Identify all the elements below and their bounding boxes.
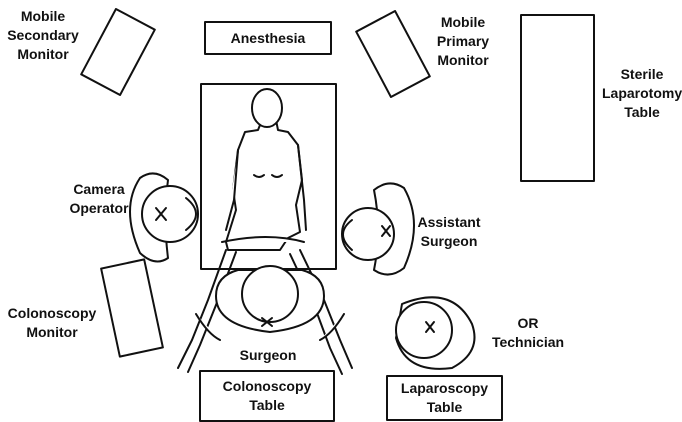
or-technician-label: OR Technician	[480, 314, 576, 352]
mobile-primary-monitor-line3: Monitor	[423, 51, 503, 70]
colonoscopy-table-line1: Colonoscopy	[223, 377, 312, 396]
colonoscopy-monitor-shape	[101, 259, 163, 356]
or-technician-line2: Technician	[480, 333, 576, 352]
colonoscopy-monitor-line1: Colonoscopy	[0, 304, 104, 323]
sterile-laparotomy-table-line1: Sterile	[602, 65, 682, 84]
colonoscopy-table-label: Colonoscopy Table	[200, 371, 334, 421]
sterile-laparotomy-table-line3: Table	[602, 103, 682, 122]
colonoscopy-monitor-line2: Monitor	[0, 323, 104, 342]
sterile-laparotomy-table-label: Sterile Laparotomy Table	[602, 65, 682, 122]
or-technician-figure	[396, 297, 475, 369]
colonoscopy-table-line2: Table	[249, 396, 285, 415]
sterile-laparotomy-table-shape	[521, 15, 594, 181]
mobile-secondary-monitor-line3: Monitor	[0, 45, 86, 64]
assistant-surgeon-line1: Assistant	[412, 213, 486, 232]
assistant-surgeon-label: Assistant Surgeon	[412, 213, 486, 251]
mobile-primary-monitor-label: Mobile Primary Monitor	[423, 13, 503, 70]
mobile-secondary-monitor-line2: Secondary	[0, 26, 86, 45]
camera-operator-figure	[130, 173, 198, 261]
surgeon-figure	[196, 266, 344, 340]
assistant-surgeon-figure	[342, 183, 414, 274]
camera-operator-line2: Operator	[58, 199, 140, 218]
laparoscopy-table-label: Laparoscopy Table	[387, 376, 502, 420]
camera-operator-line1: Camera	[58, 180, 140, 199]
laparoscopy-table-line2: Table	[427, 398, 463, 417]
mobile-primary-monitor-line1: Mobile	[423, 13, 503, 32]
mobile-primary-monitor-shape	[356, 11, 430, 97]
mobile-secondary-monitor-shape	[81, 9, 155, 95]
anesthesia-label: Anesthesia	[205, 22, 331, 54]
laparoscopy-table-line1: Laparoscopy	[401, 379, 488, 398]
mobile-secondary-monitor-line1: Mobile	[0, 7, 86, 26]
camera-operator-label: Camera Operator	[58, 180, 140, 218]
surgeon-label: Surgeon	[226, 346, 310, 365]
or-technician-line1: OR	[480, 314, 576, 333]
assistant-surgeon-line2: Surgeon	[412, 232, 486, 251]
colonoscopy-monitor-label: Colonoscopy Monitor	[0, 304, 104, 342]
mobile-primary-monitor-line2: Primary	[423, 32, 503, 51]
sterile-laparotomy-table-line2: Laparotomy	[602, 84, 682, 103]
mobile-secondary-monitor-label: Mobile Secondary Monitor	[0, 7, 86, 64]
